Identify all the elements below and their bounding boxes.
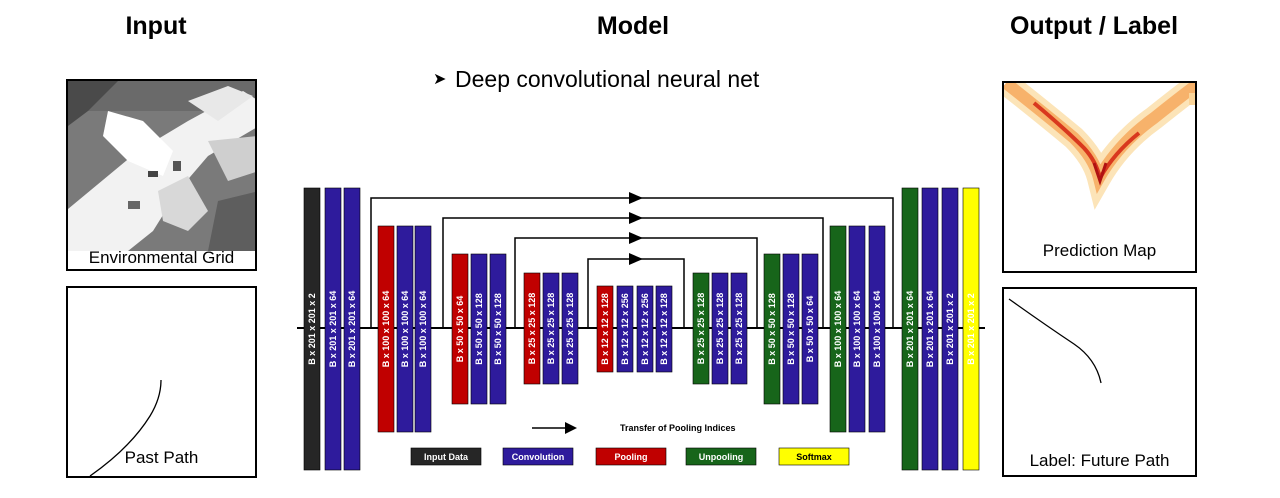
- layer-bar-conv: [848, 225, 866, 433]
- prediction-map-panel: Prediction Map: [1002, 81, 1197, 273]
- layer-bar-conv: [561, 272, 579, 385]
- layer-dimension-label: B x 201 x 201 x 2: [966, 293, 976, 365]
- layer-bar-softmax: [962, 187, 980, 471]
- layer-bar-conv: [470, 253, 488, 405]
- layer-dimension-label: B x 100 x 100 x 64: [833, 291, 843, 368]
- layer-dimension-label: B x 25 x 25 x 128: [527, 293, 537, 365]
- layer-dimension-label: B x 25 x 25 x 128: [734, 293, 744, 365]
- layer-dimension-label: B x 50 x 50 x 128: [493, 293, 503, 365]
- legend-label-pool: Pooling: [615, 452, 648, 462]
- past-path-caption: Past Path: [124, 448, 199, 467]
- legend-swatch-conv: [502, 447, 574, 466]
- layer-dimension-label: B x 100 x 100 x 64: [400, 291, 410, 368]
- layer-bar-conv: [730, 272, 748, 385]
- layer-dimension-label: B x 50 x 50 x 64: [455, 296, 465, 363]
- layer-dimension-label: B x 25 x 25 x 128: [546, 293, 556, 365]
- layer-dimension-label: B x 12 x 12 x 256: [640, 293, 650, 365]
- legend-label-input: Input Data: [424, 452, 469, 462]
- skip-connection-arrowhead-icon: [629, 253, 643, 265]
- layer-bar-conv: [941, 187, 959, 471]
- legend-swatch-input: [410, 447, 482, 466]
- layer-dimension-label: B x 25 x 25 x 128: [565, 293, 575, 365]
- layer-dimension-label: B x 50 x 50 x 64: [805, 296, 815, 363]
- layer-dimension-label: B x 201 x 201 x 64: [925, 291, 935, 368]
- layer-bar-pool: [596, 285, 614, 373]
- prediction-map-heatmap: [1004, 83, 1195, 210]
- layer-dimension-label: B x 201 x 201 x 2: [307, 293, 317, 365]
- layer-bar-conv: [636, 285, 654, 373]
- layer-bar-conv: [616, 285, 634, 373]
- future-path-panel: Label: Future Path: [1002, 287, 1197, 477]
- environmental-grid-caption: Environmental Grid: [88, 248, 235, 267]
- layer-bar-pool: [451, 253, 469, 405]
- layer-dimension-label: B x 12 x 12 x 128: [659, 293, 669, 365]
- layer-bar-conv: [343, 187, 361, 471]
- layer-bar-conv: [868, 225, 886, 433]
- skip-connection-arrowhead-icon: [629, 192, 643, 204]
- layer-dimension-label: B x 25 x 25 x 128: [696, 293, 706, 365]
- layer-bar-conv: [324, 187, 342, 471]
- layer-dimension-label: B x 50 x 50 x 128: [474, 293, 484, 365]
- layer-bar-pool: [377, 225, 395, 433]
- layer-bar-conv: [921, 187, 939, 471]
- future-path-trajectory: [1008, 298, 1102, 384]
- layer-dimension-label: B x 25 x 25 x 128: [715, 293, 725, 365]
- output-label-heading: Output / Label: [1009, 12, 1179, 40]
- environmental-grid-image: [68, 81, 255, 251]
- skip-connection-arrowhead-icon: [629, 232, 643, 244]
- layer-dimension-label: B x 201 x 201 x 2: [945, 293, 955, 365]
- layer-bar-conv: [542, 272, 560, 385]
- legend-swatch-pool: [595, 447, 667, 466]
- legend-transfer-label: Transfer of Pooling Indices: [620, 423, 736, 433]
- layer-bar-conv: [711, 272, 729, 385]
- layer-bar-pool: [523, 272, 541, 385]
- layer-dimension-label: B x 50 x 50 x 128: [786, 293, 796, 365]
- layer-bar-unpool: [763, 253, 781, 405]
- layer-dimension-label: B x 100 x 100 x 64: [381, 291, 391, 368]
- past-path-panel: Past Path: [66, 286, 257, 478]
- future-path-caption: Label: Future Path: [1029, 451, 1170, 470]
- layer-bar-input: [303, 187, 321, 471]
- layer-bar-conv: [782, 253, 800, 405]
- prediction-map-caption: Prediction Map: [1042, 241, 1157, 260]
- skip-connection-arrowhead-icon: [629, 212, 643, 224]
- layer-dimension-label: B x 201 x 201 x 64: [328, 291, 338, 368]
- layer-dimension-label: B x 12 x 12 x 128: [600, 293, 610, 365]
- subtitle: ➤ Deep convolutional neural net: [433, 66, 759, 93]
- layer-bar-conv: [396, 225, 414, 433]
- past-path-trajectory: [89, 379, 162, 476]
- layer-bar-unpool: [829, 225, 847, 433]
- layer-bar-conv: [489, 253, 507, 405]
- environmental-grid-panel: Environmental Grid: [66, 79, 257, 271]
- layer-dimension-label: B x 201 x 201 x 64: [905, 291, 915, 368]
- legend-label-unpool: Unpooling: [699, 452, 744, 462]
- arrowhead-bullet-icon: ➤: [433, 71, 447, 88]
- layer-bar-unpool: [901, 187, 919, 471]
- layer-bar-conv: [801, 253, 819, 405]
- layer-dimension-label: B x 100 x 100 x 64: [872, 291, 882, 368]
- layer-bar-conv: [414, 225, 432, 433]
- layer-bar-conv: [655, 285, 673, 373]
- model-heading: Model: [596, 12, 670, 40]
- layer-dimension-label: B x 50 x 50 x 128: [767, 293, 777, 365]
- layer-dimension-label: B x 100 x 100 x 64: [852, 291, 862, 368]
- legend-label-conv: Convolution: [512, 452, 565, 462]
- legend-transfer-arrowhead-icon: [565, 422, 577, 434]
- layer-dimension-label: B x 201 x 201 x 64: [347, 291, 357, 368]
- legend-label-softmax: Softmax: [796, 452, 832, 462]
- layer-dimension-label: B x 12 x 12 x 256: [620, 293, 630, 365]
- layer-bar-unpool: [692, 272, 710, 385]
- legend-swatch-softmax: [778, 447, 850, 466]
- layer-dimension-label: B x 100 x 100 x 64: [418, 291, 428, 368]
- input-heading: Input: [125, 12, 187, 40]
- legend-swatch-unpool: [685, 447, 757, 466]
- subtitle-text: Deep convolutional neural net: [455, 66, 760, 92]
